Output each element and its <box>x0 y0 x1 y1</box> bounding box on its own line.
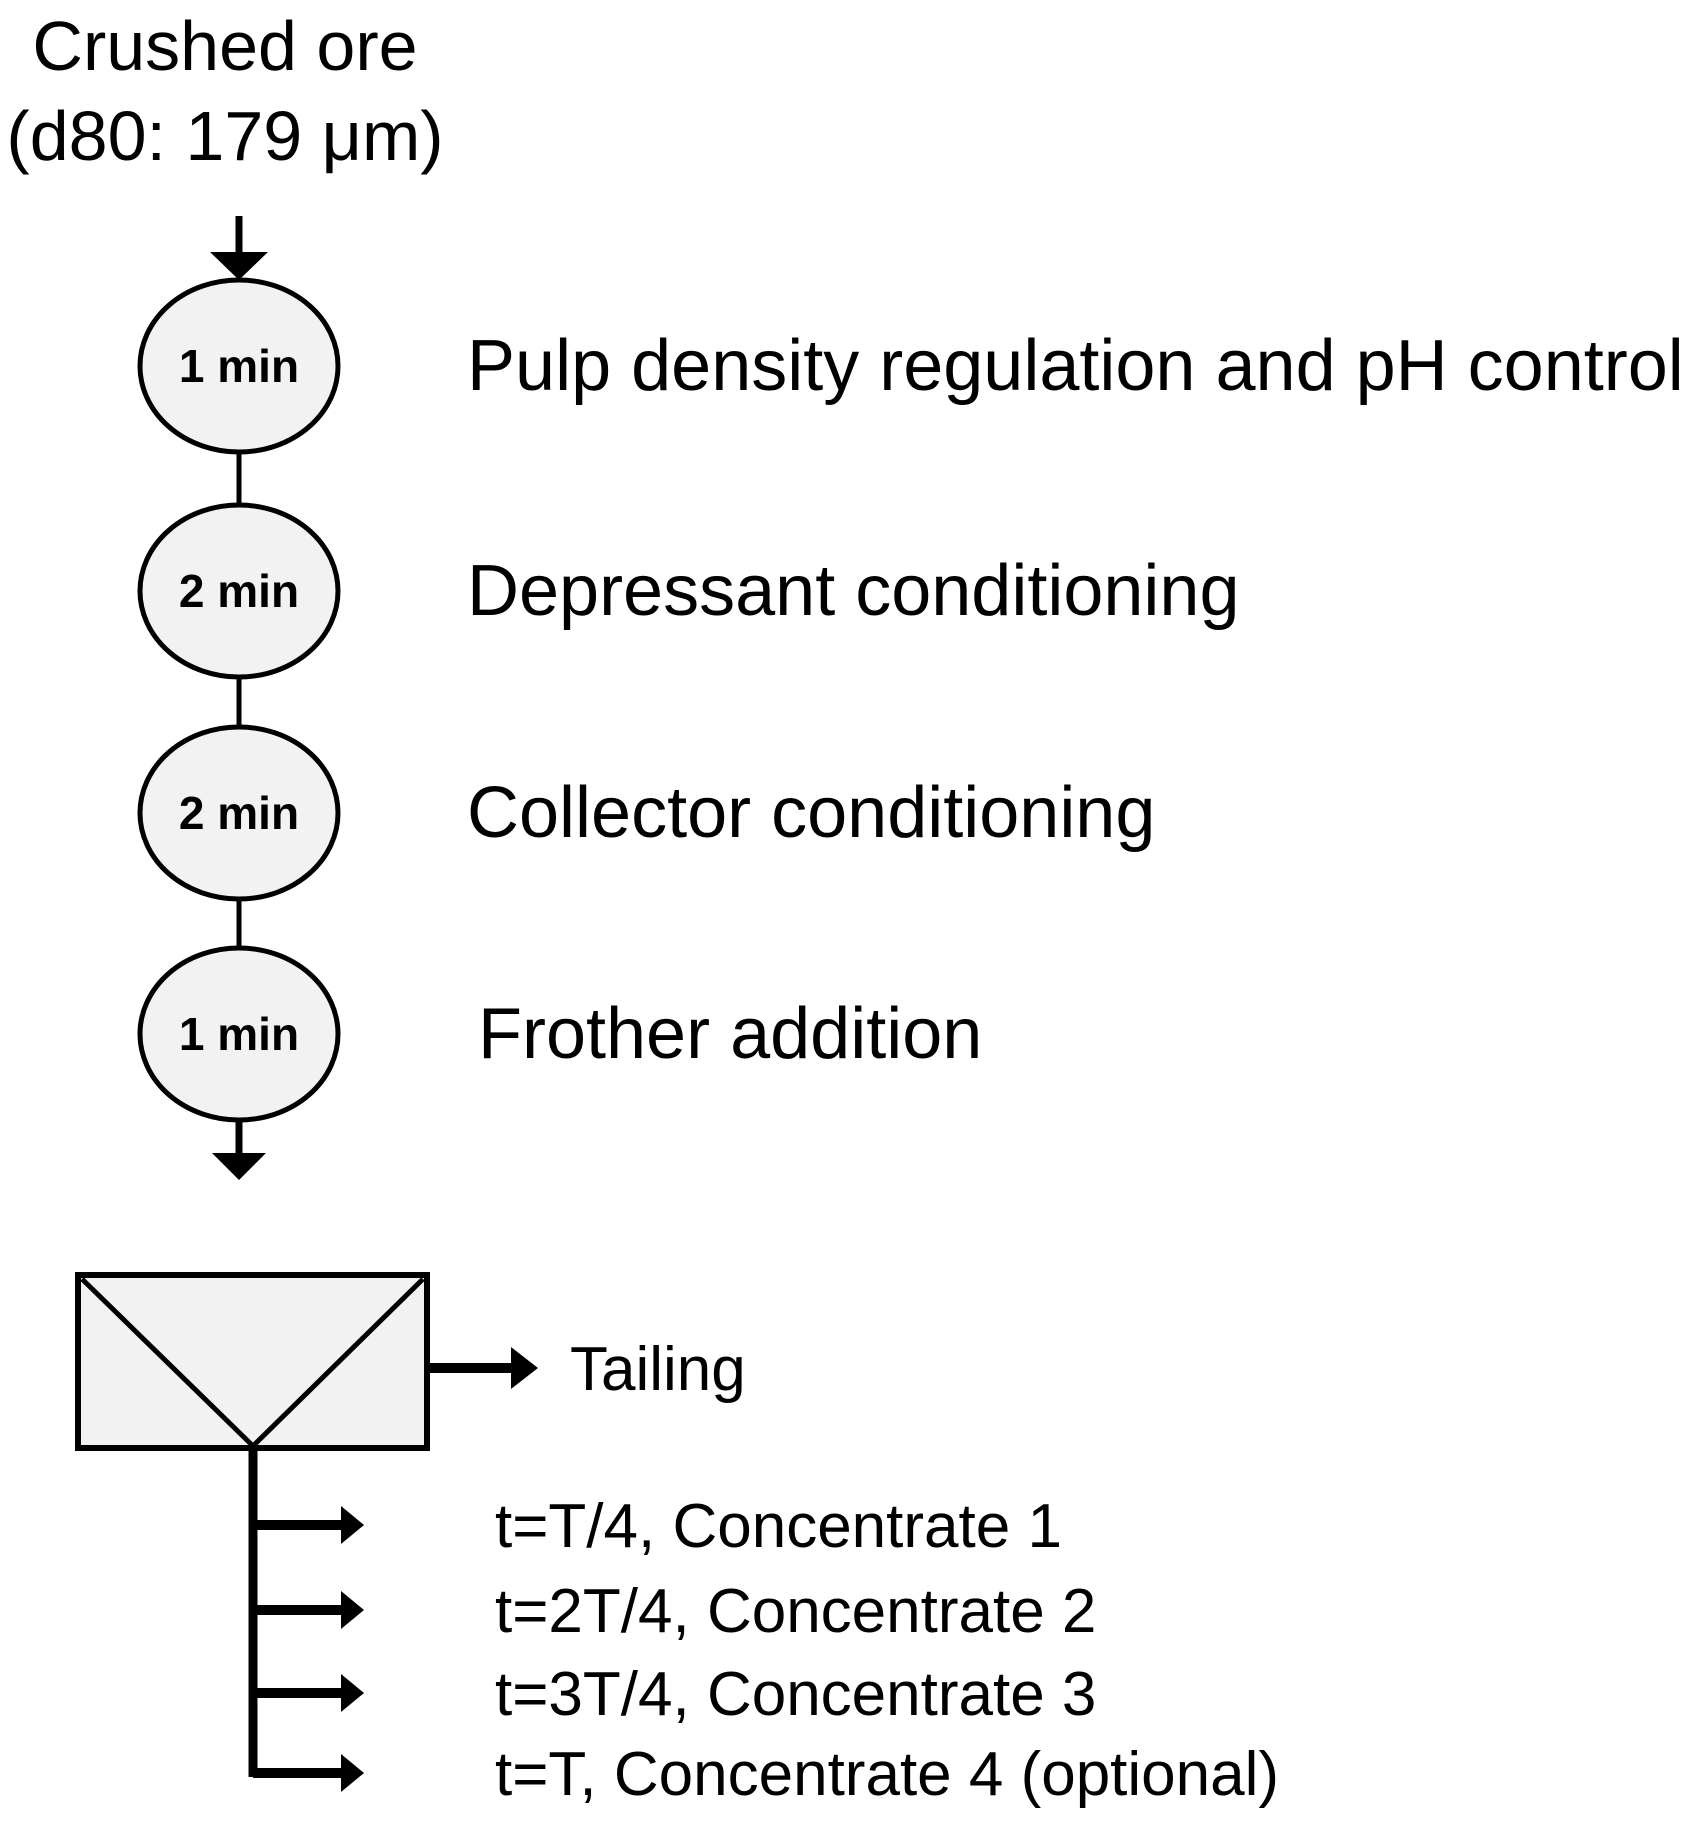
tailing-stream: Tailing <box>427 1335 746 1404</box>
conditioning-step-3: 2 min Collector conditioning <box>137 724 1155 949</box>
concentrate-4-label: t=T, Concentrate 4 (optional) <box>495 1740 1279 1809</box>
concentrate-4-arrow-head-icon <box>341 1754 364 1792</box>
step-1-label: Pulp density regulation and pH control <box>467 326 1684 406</box>
concentrate-3-arrow-head-icon <box>341 1674 364 1712</box>
step-4-duration: 1 min <box>179 1008 299 1060</box>
conditioning-step-1: 1 min Pulp density regulation and pH con… <box>137 277 1684 506</box>
step-4-label: Frother addition <box>478 994 982 1074</box>
cell-diagonal-left <box>80 1277 255 1448</box>
concentrate-branch-3: t=3T/4, Concentrate 3 <box>253 1660 1096 1729</box>
concentrate-1-arrow-head-icon <box>341 1506 364 1544</box>
concentrate-branch-1: t=T/4, Concentrate 1 <box>253 1492 1062 1561</box>
step-3-label: Collector conditioning <box>467 773 1155 853</box>
feed-arrow-head-icon <box>210 252 268 280</box>
cell-diagonal-right <box>251 1277 425 1448</box>
step-1-duration: 1 min <box>179 340 299 392</box>
feed-title-line1: Crushed ore <box>32 7 417 85</box>
conditioning-step-4: 1 min Frother addition <box>137 945 982 1123</box>
feed-title-line2: (d80: 179 μm) <box>6 97 443 175</box>
tailing-label: Tailing <box>570 1335 746 1404</box>
flotation-cell <box>75 1272 430 1451</box>
concentrate-branch-2: t=2T/4, Concentrate 2 <box>253 1577 1096 1646</box>
concentrate-3-label: t=3T/4, Concentrate 3 <box>495 1660 1096 1729</box>
concentrate-2-label: t=2T/4, Concentrate 2 <box>495 1577 1096 1646</box>
concentrate-branch-4: t=T, Concentrate 4 (optional) <box>253 1740 1279 1809</box>
feed-block: Crushed ore (d80: 179 μm) <box>6 7 444 280</box>
step-3-duration: 2 min <box>179 787 299 839</box>
concentrate-1-label: t=T/4, Concentrate 1 <box>495 1492 1062 1561</box>
cell-inlet-arrow <box>212 1119 266 1180</box>
flotation-cell-body <box>75 1272 430 1451</box>
concentrate-2-arrow-head-icon <box>341 1591 364 1629</box>
cell-inlet-arrow-head-icon <box>212 1153 266 1180</box>
conditioning-step-2: 2 min Depressant conditioning <box>137 502 1240 728</box>
step-2-label: Depressant conditioning <box>467 551 1240 631</box>
tailing-arrow-head-icon <box>511 1347 538 1389</box>
step-2-duration: 2 min <box>179 565 299 617</box>
